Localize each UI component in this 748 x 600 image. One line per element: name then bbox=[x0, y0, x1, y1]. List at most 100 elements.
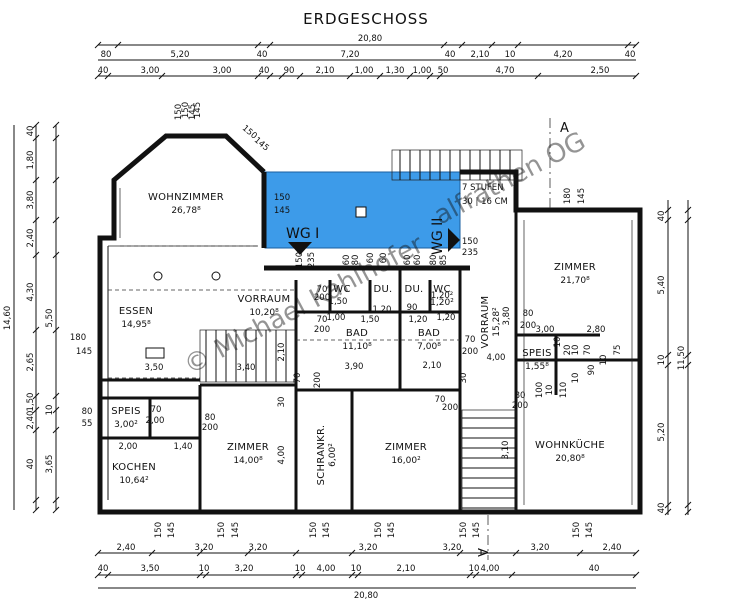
bottom-total-dim: 20,80 bbox=[354, 591, 378, 600]
dim-label: 150 bbox=[295, 252, 305, 268]
dim-label: 30 bbox=[459, 373, 469, 384]
dim-tick bbox=[508, 571, 516, 579]
dim-label: 3,40 bbox=[237, 363, 256, 373]
dim-label: 180 bbox=[563, 188, 573, 204]
dim-label: 200 bbox=[462, 347, 478, 357]
bottom-dim-label: 3,50 bbox=[141, 564, 160, 574]
dim-label: 70 bbox=[435, 395, 446, 405]
dim-tick bbox=[514, 41, 522, 49]
dim-label: 90 bbox=[587, 365, 597, 376]
right-dim-label: 40 bbox=[657, 211, 667, 222]
wg2-arrow bbox=[448, 228, 460, 252]
room-area-zimmer_s: 16,00² bbox=[391, 456, 421, 466]
top-dim-label: 40 bbox=[625, 50, 636, 60]
dim-tick bbox=[32, 121, 40, 129]
dim-label: 1,20 bbox=[373, 305, 392, 315]
top-dim-label: 3,00 bbox=[213, 66, 232, 76]
top-dim-label: 50 bbox=[438, 66, 449, 76]
dim-tick bbox=[436, 72, 444, 80]
dim-label: 100 bbox=[535, 382, 545, 398]
dim-label: 2,10 bbox=[423, 361, 442, 371]
room-name-schrankr: SCHRANKR. bbox=[316, 425, 327, 486]
dim-label: 3,00 bbox=[536, 325, 555, 335]
dim-label: 150 bbox=[309, 522, 319, 538]
top-dim-label: 4,70 bbox=[496, 66, 515, 76]
dim-label: 3,10 bbox=[501, 441, 511, 460]
top-dim-label: 3,00 bbox=[141, 66, 160, 76]
room-area-schrankr: 6,00² bbox=[328, 443, 338, 467]
dim-tick bbox=[466, 571, 474, 579]
dim-tick bbox=[32, 134, 40, 142]
room-area-kochen: 10,64² bbox=[119, 476, 149, 486]
dim-tick bbox=[202, 571, 210, 579]
room-area-wc2: 1,20² bbox=[430, 298, 454, 308]
dim-label: 10 bbox=[553, 337, 563, 348]
dim-tick bbox=[684, 501, 692, 509]
dim-tick bbox=[52, 392, 60, 400]
bottom-dim-label: 10 bbox=[295, 564, 306, 574]
dim-label: 1,00 bbox=[327, 313, 346, 323]
room-name-wc1: WC bbox=[333, 284, 350, 295]
dim-tick bbox=[426, 72, 434, 80]
room-area-essen: 14,95⁸ bbox=[121, 320, 151, 330]
dashed-lines bbox=[108, 245, 460, 379]
room-name-du: DU. bbox=[373, 284, 392, 295]
dim-label: 200 bbox=[202, 423, 218, 433]
room-area-bad1: 11,10⁸ bbox=[342, 342, 372, 352]
dim-label: 3,90 bbox=[345, 362, 364, 372]
wg1-arrow bbox=[288, 242, 312, 255]
dim-tick bbox=[278, 72, 286, 80]
dim-label: 150 bbox=[459, 522, 469, 538]
dim-tick bbox=[664, 206, 672, 214]
section-line: A A bbox=[474, 118, 569, 560]
room-name-bad2: BAD bbox=[418, 328, 440, 339]
dim-label: 200 bbox=[313, 372, 323, 388]
dim-label: 145 bbox=[472, 522, 482, 538]
dim-tick bbox=[52, 496, 60, 504]
room-area-vorraum1: 10,20⁸ bbox=[249, 308, 279, 318]
dim-label: 3,50 bbox=[145, 363, 164, 373]
dim-label: 10 bbox=[571, 373, 581, 384]
dim-label: 145 bbox=[585, 522, 595, 538]
room-name-wohnzimmer: WOHNZIMMER bbox=[148, 192, 224, 203]
top-dim-label: 1,00 bbox=[355, 66, 374, 76]
dim-label: 145 bbox=[274, 206, 290, 216]
room-area-zimmer_sw: 14,00⁸ bbox=[233, 456, 263, 466]
dim-tick bbox=[664, 501, 672, 509]
room-name-essen: ESSEN bbox=[119, 306, 153, 317]
dim-tick bbox=[472, 571, 480, 579]
dim-label: 145 bbox=[322, 522, 332, 538]
dim-label: 180 bbox=[70, 333, 86, 343]
dim-tick bbox=[458, 41, 466, 49]
highlight-marker bbox=[355, 206, 367, 218]
dim-label: 150 bbox=[374, 522, 384, 538]
dim-tick bbox=[32, 326, 40, 334]
dim-tick bbox=[292, 571, 300, 579]
dim-tick bbox=[52, 216, 60, 224]
dim-tick bbox=[684, 216, 692, 224]
stairs-detail: 30 | 16 CM bbox=[462, 197, 508, 207]
dim-label: 110 bbox=[559, 382, 569, 398]
room-name-speis2: SPEIS bbox=[522, 348, 552, 359]
left-total-dim: 14,60 bbox=[3, 306, 13, 330]
dim-label: 1,50 bbox=[361, 315, 380, 325]
left-dim-label: 5,50 bbox=[45, 309, 55, 328]
dim-tick bbox=[406, 72, 414, 80]
dim-label: 70 bbox=[317, 315, 328, 325]
dim-label: 1,20 bbox=[409, 315, 428, 325]
right-dim-label: 5,20 bbox=[657, 423, 667, 442]
top-dim-label: 5,20 bbox=[171, 50, 190, 60]
outer-walls bbox=[97, 133, 643, 515]
dim-tick bbox=[292, 549, 300, 557]
bottom-dim-label: 40 bbox=[589, 564, 600, 574]
dim-tick bbox=[664, 216, 672, 224]
dim-label: 145 bbox=[387, 522, 397, 538]
dim-label: 60 bbox=[379, 253, 389, 264]
dim-tick bbox=[32, 251, 40, 259]
dim-tick bbox=[684, 361, 692, 369]
dim-label: 235 bbox=[307, 252, 317, 268]
left-dim-label: 2,65 bbox=[26, 353, 36, 372]
